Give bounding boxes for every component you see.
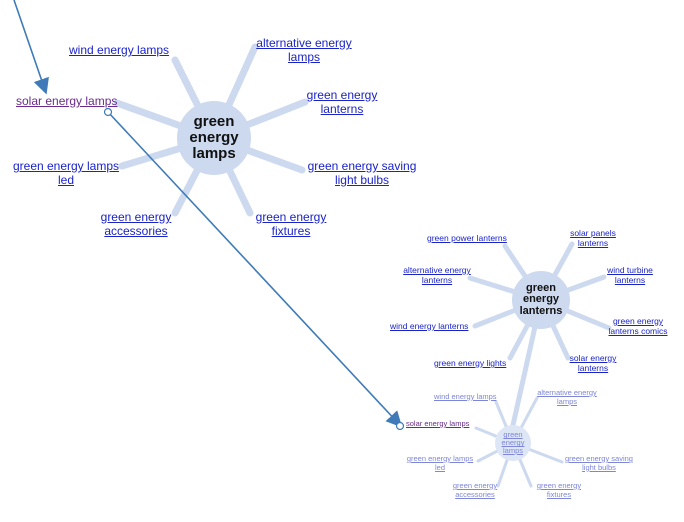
link-green-energy-lanterns-comics[interactable]: green energy lanterns comics [608,316,668,336]
click-point-2 [395,421,405,431]
small-link-green-energy-fixtures[interactable]: green energy fixtures [536,481,582,499]
link-green-energy-accessories[interactable]: green energy accessories [100,210,172,238]
link-alternative-energy-lanterns[interactable]: alternative energy lanterns [403,265,471,285]
small-hub-label[interactable]: green energy lamps [495,425,531,461]
arrow-to-solar [13,0,49,95]
link-alternative-energy-lamps[interactable]: alternative energy lamps [256,36,352,64]
link-solar-energy-lamps[interactable]: solar energy lamps [16,94,118,108]
small-link-wind-energy-lamps[interactable]: wind energy lamps [434,392,497,401]
big-hub-label[interactable]: green energy lamps [177,101,251,175]
arrow-to-small-map [107,111,403,428]
link-green-energy-lights[interactable]: green energy lights [434,358,507,368]
link-green-energy-lamps-led[interactable]: green energy lamps led [12,159,120,187]
link-green-energy-lanterns[interactable]: green energy lanterns [306,88,378,116]
link-solar-energy-lanterns[interactable]: solar energy lanterns [569,353,617,373]
small-link-alternative-energy-lamps[interactable]: alternative energy lamps [537,388,597,406]
small-link-green-energy-accessories[interactable]: green energy accessories [452,481,498,499]
mid-hub-label[interactable]: green energy lanterns [512,271,570,329]
small-link-green-energy-lamps-led[interactable]: green energy lamps led [406,454,474,472]
small-link-green-energy-saving-light-bulbs[interactable]: green energy saving light bulbs [565,454,633,472]
small-link-solar-energy-lamps[interactable]: solar energy lamps [406,419,470,428]
link-wind-turbine-lanterns[interactable]: wind turbine lanterns [607,265,653,285]
link-green-energy-saving-light-bulbs[interactable]: green energy saving light bulbs [307,159,417,187]
link-wind-energy-lanterns[interactable]: wind energy lanterns [390,321,469,331]
link-green-power-lanterns[interactable]: green power lanterns [427,233,507,243]
link-wind-energy-lamps[interactable]: wind energy lamps [69,43,170,57]
link-green-energy-fixtures[interactable]: green energy fixtures [255,210,327,238]
link-solar-panels-lanterns[interactable]: solar panels lanterns [570,228,616,248]
click-point-1 [103,107,113,117]
